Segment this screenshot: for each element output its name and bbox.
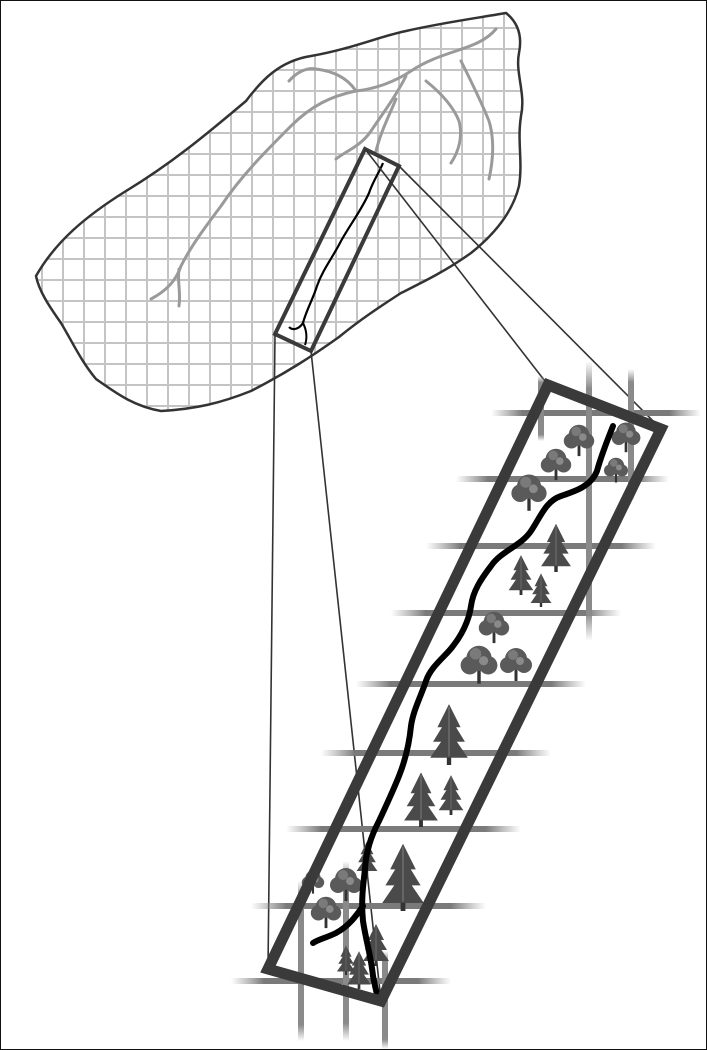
enlarged-grid-bar-horizontal bbox=[231, 978, 451, 984]
broadleaf-tree bbox=[330, 868, 362, 901]
conifer-tree bbox=[430, 704, 468, 765]
enlarged-grid-bar-horizontal bbox=[426, 543, 656, 549]
conifer-tree bbox=[404, 772, 438, 827]
projection-line-bottom-left bbox=[268, 334, 275, 969]
enlarged-grid-bar-horizontal bbox=[491, 410, 701, 416]
broadleaf-tree bbox=[500, 648, 532, 681]
broadleaf-tree bbox=[612, 423, 641, 453]
broadleaf-tree bbox=[461, 646, 498, 684]
tributary-1 bbox=[178, 269, 179, 306]
conifer-tree bbox=[439, 775, 464, 815]
enlarged-grid-bar-horizontal bbox=[251, 903, 486, 909]
conifer-tree bbox=[382, 844, 424, 911]
watershed bbox=[21, 1, 541, 431]
broadleaf-tree bbox=[541, 449, 571, 480]
broadleaf-tree bbox=[479, 612, 509, 643]
enlarged-grid-bar-horizontal bbox=[356, 681, 586, 687]
enlarged-view bbox=[231, 361, 701, 1049]
enlarged-grid-bar-horizontal bbox=[286, 826, 521, 832]
conifer-tree bbox=[509, 555, 534, 595]
conifer-tree bbox=[531, 573, 552, 607]
enlarged-grid bbox=[231, 361, 701, 1049]
conifer-tree bbox=[337, 946, 355, 975]
broadleaf-tree bbox=[311, 897, 341, 928]
projection-line-top-right bbox=[399, 166, 661, 429]
